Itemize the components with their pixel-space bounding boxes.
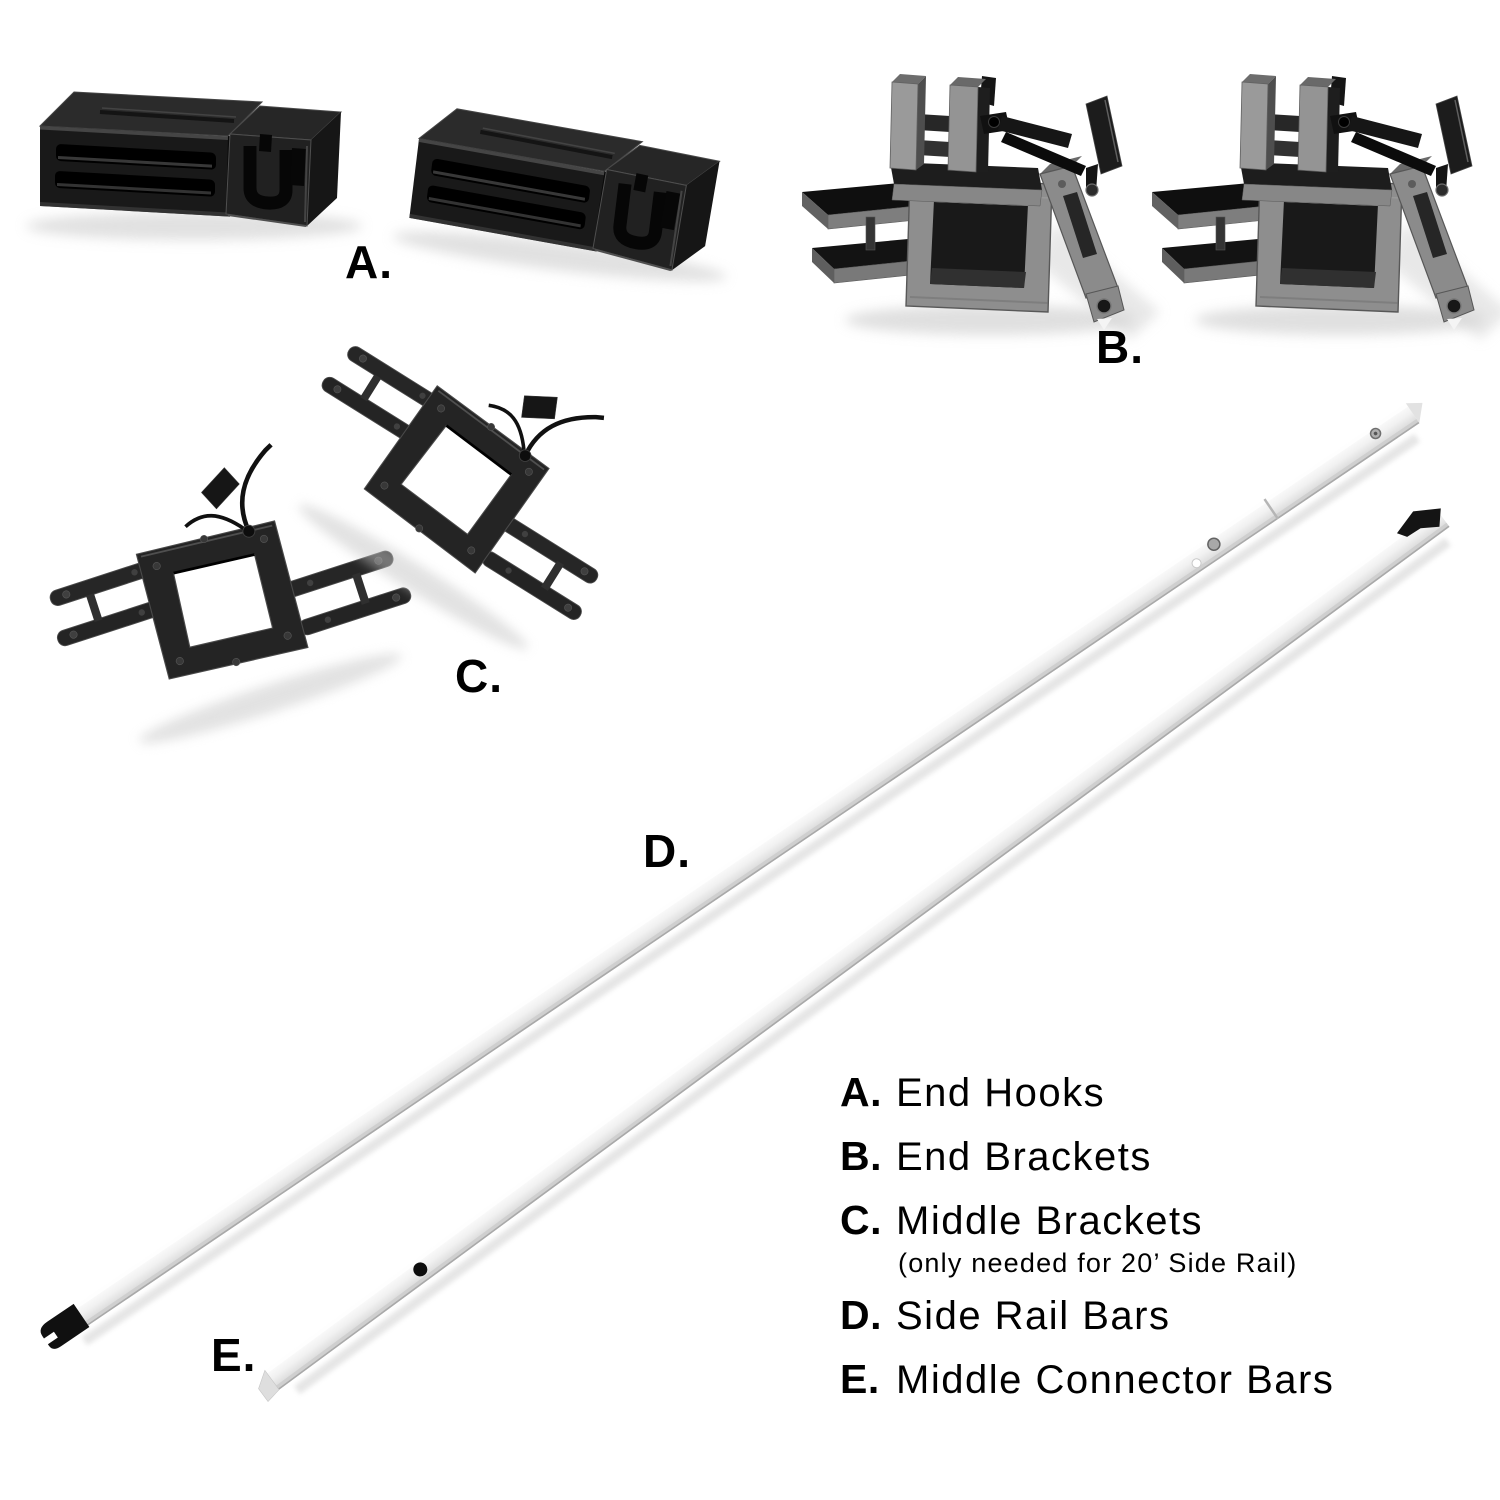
legend-letter: D. [840, 1292, 882, 1338]
legend-item-middle-connector-bars: E. Middle Connector Bars [840, 1357, 1334, 1402]
legend-letter: E. [840, 1356, 880, 1402]
rail-shadow [81, 433, 1421, 1346]
legend-item-middle-brackets: C. Middle Brackets [840, 1198, 1334, 1243]
middle-connector-bar-image [258, 507, 1451, 1403]
rail-rivet [1207, 537, 1221, 552]
rail-end-cut [258, 1369, 280, 1403]
rail-hole [1191, 558, 1202, 569]
legend-item-end-hooks: A. End Hooks [840, 1070, 1334, 1115]
rail-hook-cap [1396, 508, 1441, 537]
legend-item-side-rail-bars: D. Side Rail Bars [840, 1293, 1334, 1338]
rail-tip-cut [1405, 402, 1423, 424]
side-rail-bar-image [40, 402, 1423, 1349]
legend-letter: A. [840, 1069, 882, 1115]
rail-shadow [293, 537, 1451, 1395]
rail-hook-cap [40, 1303, 90, 1349]
legend-letter: C. [840, 1197, 882, 1243]
legend-label: End Brackets [896, 1135, 1152, 1179]
legend-item-end-brackets: B. End Brackets [840, 1134, 1334, 1179]
end-brackets-image [802, 74, 1500, 340]
callout-d: D. [643, 825, 691, 877]
legend-letter: B. [840, 1133, 882, 1179]
callout-a: A. [345, 236, 393, 288]
legend: A. End Hooks B. End Brackets C. Middle B… [840, 1070, 1334, 1421]
middle-brackets-image [21, 281, 676, 768]
callout-c: C. [455, 650, 503, 702]
legend-label: Side Rail Bars [896, 1294, 1171, 1338]
rail-seam [1263, 498, 1279, 520]
rail-hole [413, 1262, 428, 1277]
legend-label: Middle Brackets [896, 1199, 1204, 1243]
legend-label: Middle Connector Bars [896, 1358, 1335, 1402]
callout-b: B. [1096, 321, 1144, 373]
callout-e: E. [211, 1329, 257, 1381]
legend-label: End Hooks [896, 1071, 1106, 1115]
legend-note: (only needed for 20’ Side Rail) [898, 1248, 1298, 1278]
